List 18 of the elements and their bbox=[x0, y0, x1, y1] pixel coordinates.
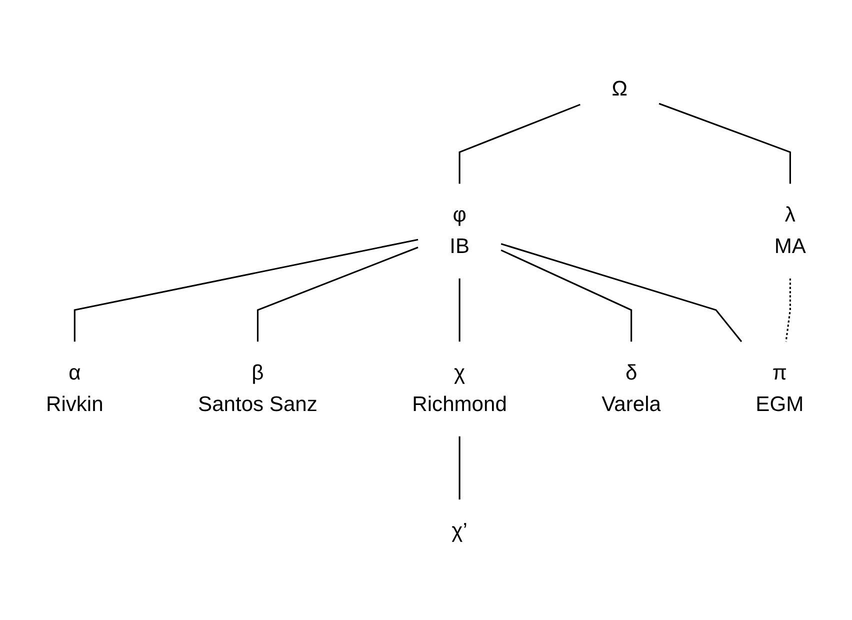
node-text: π EGM bbox=[756, 362, 804, 416]
node-text: δ Varela bbox=[602, 362, 661, 416]
node-text: Ω bbox=[612, 77, 628, 101]
node-text: λ MA bbox=[774, 204, 806, 258]
node-text: β Santos Sanz bbox=[198, 362, 318, 416]
node-text: χ’ bbox=[452, 519, 468, 543]
connector bbox=[458, 278, 460, 342]
connector bbox=[74, 238, 418, 342]
node-text: α Rivkin bbox=[46, 362, 104, 416]
connector bbox=[500, 249, 632, 342]
connector bbox=[458, 436, 460, 500]
node-text: χ Richmond bbox=[412, 362, 507, 416]
connector bbox=[658, 102, 791, 184]
connector bbox=[785, 278, 791, 342]
node-text: φ IB bbox=[450, 204, 470, 258]
connector bbox=[458, 104, 580, 184]
connector bbox=[500, 243, 742, 342]
connector bbox=[256, 246, 418, 342]
